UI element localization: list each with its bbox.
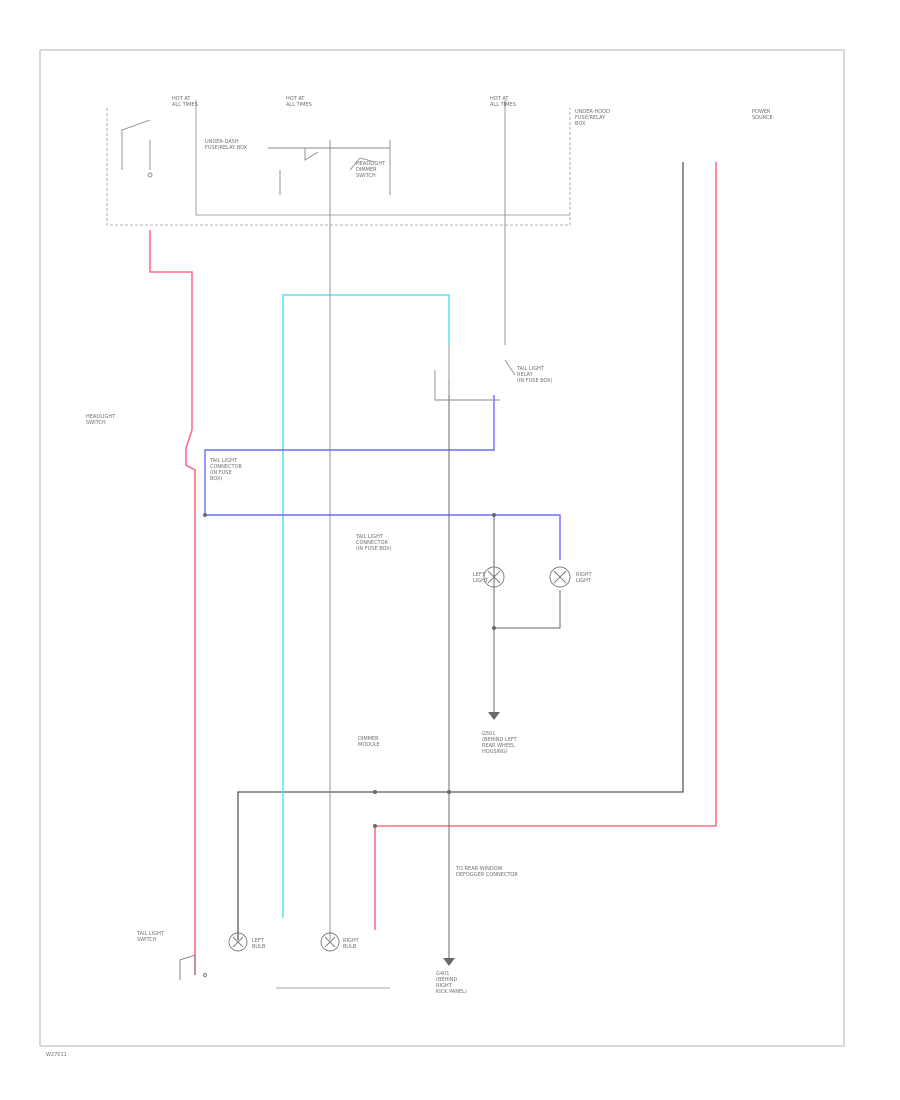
ground-symbol-mid [488,712,500,720]
bottom-right-bulb [320,932,340,952]
gray-wire [237,162,684,940]
blue-wire-upper [204,395,495,515]
bottom-tail-switch [179,954,207,980]
bottom-left-bulb [228,932,248,952]
top-mid-switch [268,140,391,195]
right-light-bulb [549,566,571,588]
blue-wire-lower [205,514,561,560]
ground-symbol-bottom [443,958,455,966]
black-wire-lights-return [494,590,561,629]
fuse-box-outline [106,108,571,226]
left-light-bulb [483,566,505,588]
black-wire-top-left [195,100,570,216]
red-wire-left [149,230,196,975]
diagram-border [39,49,845,1047]
tail-light-relay [434,345,516,401]
connector-dots [203,513,496,828]
cyan-wire [282,294,450,918]
top-left-switch [121,119,153,178]
red-wire-right [374,162,717,930]
footer-code: W27011 [46,1052,67,1058]
